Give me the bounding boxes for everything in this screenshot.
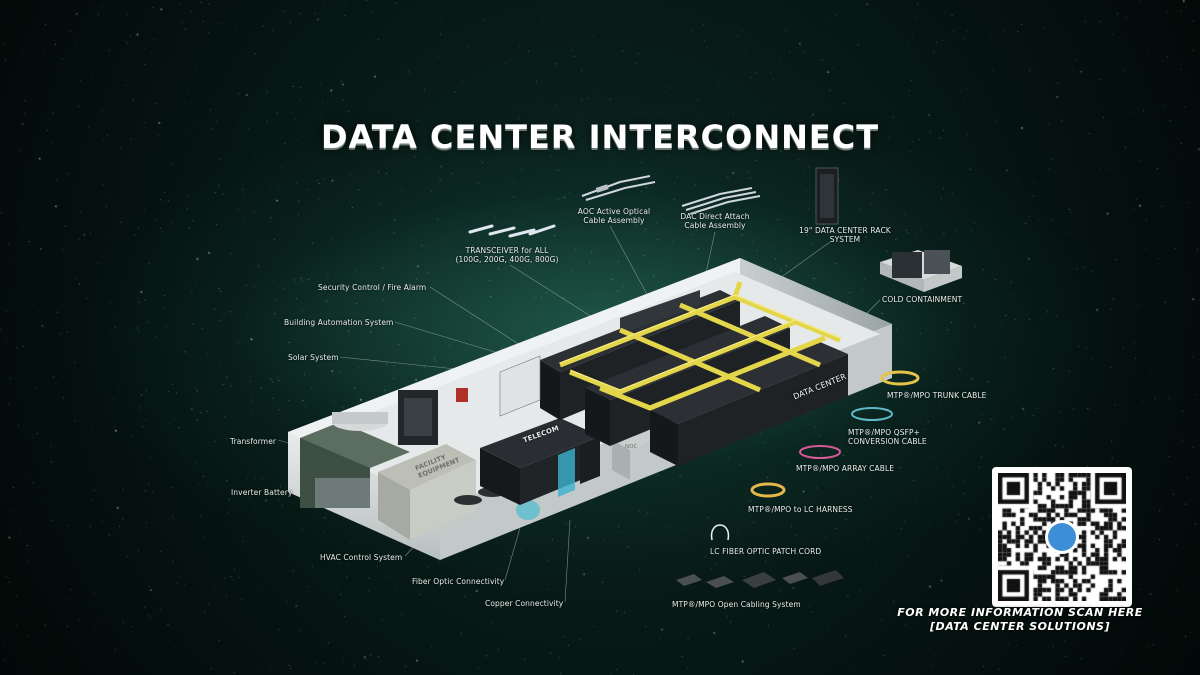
cold-containment-icon	[880, 250, 962, 292]
array-cable-label: MTP®/MPO ARRAY CABLE	[796, 464, 895, 473]
open-cabling-icon	[676, 570, 844, 588]
security-label: Security Control / Fire Alarm	[318, 283, 427, 292]
globe-logo-icon	[1048, 523, 1076, 551]
transformer-label: Transformer	[230, 437, 277, 446]
transceiver-label: TRANSCEIVER for ALL (100G, 200G, 400G, 8…	[455, 246, 559, 264]
qsfp-cable-label: MTP®/MPO QSFP+ CONVERSION CABLE	[848, 428, 927, 446]
noc-zone-label: NOC	[625, 444, 638, 450]
inverter-label: Inverter Battery	[231, 488, 293, 497]
page-title: DATA CENTER INTERCONNECT	[320, 118, 880, 156]
dac-label: DAC Direct Attach Cable Assembly	[680, 212, 750, 230]
patch-cord-label: LC FIBER OPTIC PATCH CORD	[710, 547, 822, 556]
qr-caption-line2: [DATA CENTER SOLUTIONS]	[930, 620, 1110, 633]
qr-caption-line1: FOR MORE INFORMATION SCAN HERE	[897, 606, 1143, 619]
patch-cord-icon	[710, 524, 730, 541]
trunk-cable-icon	[880, 370, 920, 386]
trunk-cable-label: MTP®/MPO TRUNK CABLE	[887, 391, 987, 400]
solar-label: Solar System	[288, 353, 339, 362]
harness-label: MTP®/MPO to LC HARNESS	[748, 505, 853, 514]
copper-label: Copper Connectivity	[485, 599, 564, 608]
qr-code[interactable]	[992, 467, 1132, 607]
rack-system-icon	[815, 167, 839, 225]
hvac-label: HVAC Control System	[320, 553, 403, 562]
open-cabling-label: MTP®/MPO Open Cabling System	[672, 600, 801, 609]
aoc-cable-icon	[581, 175, 656, 201]
array-cable-icon	[799, 445, 841, 459]
cold-containment-label: COLD CONTAINMENT	[882, 295, 963, 304]
telecom-room	[480, 418, 600, 505]
transceiver-icon	[468, 224, 556, 238]
fiber-label: Fiber Optic Connectivity	[412, 577, 505, 586]
bas-label: Building Automation System	[284, 318, 394, 327]
aoc-label: AOC Active Optical Cable Assembly	[577, 207, 651, 225]
qr-caption: FOR MORE INFORMATION SCAN HERE [DATA CEN…	[860, 606, 1180, 634]
facility-equipment-zone	[300, 388, 540, 540]
qsfp-cable-icon	[851, 407, 893, 421]
harness-cable-icon	[750, 482, 786, 498]
dac-cable-icon	[681, 187, 761, 215]
overhead-cable-tray	[559, 281, 841, 411]
cable-tray-highlight	[559, 294, 841, 391]
rack-system-label: 19" DATA CENTER RACK SYSTEM	[799, 226, 891, 244]
